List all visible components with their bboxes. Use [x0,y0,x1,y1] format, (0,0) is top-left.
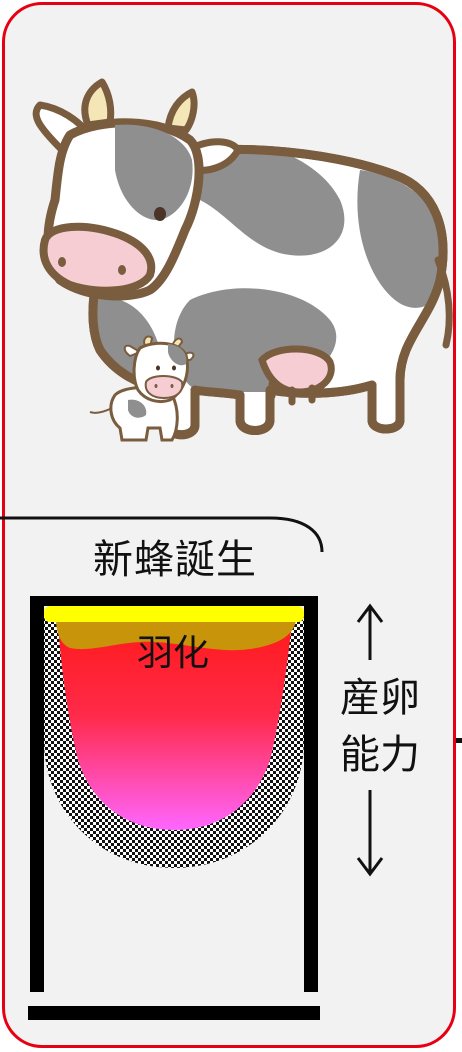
edge-tick [456,738,462,743]
calf-illustration [89,335,195,442]
cell-wall-left [30,596,44,992]
down-arrow-icon [356,790,384,877]
cell-wall-top [30,596,318,606]
capacity-label-line1: 産卵 [340,675,420,721]
emergence-label: 羽化 [137,633,210,674]
pupa-cap [56,618,296,651]
pupa-body [58,622,292,830]
capacity-label-line2: 能力 [340,732,420,778]
cell-wall-right [304,596,318,992]
cell-base [28,1006,320,1020]
up-arrow-icon [356,603,384,660]
wax-cap [44,606,304,622]
diagram-title: 新蜂誕生 [93,537,257,583]
title-bracket [0,516,324,553]
